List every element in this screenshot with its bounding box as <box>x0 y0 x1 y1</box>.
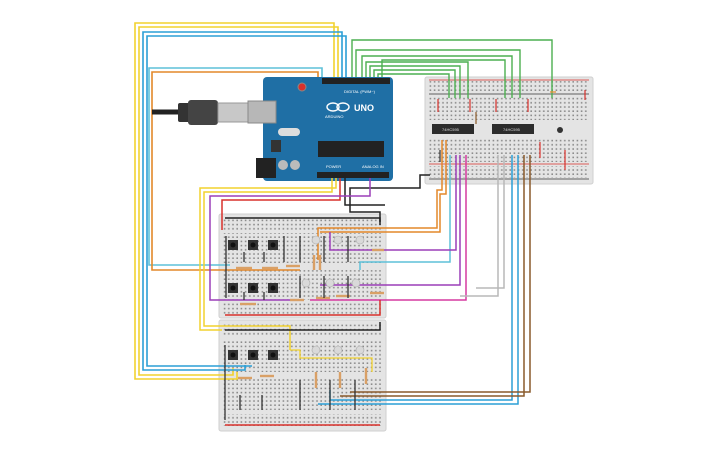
resistors-bottom <box>238 368 368 388</box>
wire-lightblue-outer <box>148 67 323 266</box>
wire-group-middle-local <box>225 236 349 300</box>
wire-black-rail-bot <box>225 322 381 331</box>
wire-black-2 <box>344 178 385 206</box>
wire-blue-outer-2 <box>146 35 347 367</box>
shift-register-2: 74HC595 <box>492 124 534 134</box>
wire-magenta-a <box>310 155 467 301</box>
button-row-1 <box>228 240 278 250</box>
board-model-label: UNO <box>354 103 374 113</box>
power-analog-header <box>317 172 389 178</box>
wire-black-1 <box>349 174 430 225</box>
wire-orange-a <box>317 140 443 260</box>
digital-header <box>322 78 390 84</box>
arduino-logo-icon <box>326 102 350 112</box>
wire-blue-outer-1 <box>142 31 343 371</box>
wire-yellow-mid <box>199 178 337 331</box>
reset-button <box>297 82 307 92</box>
wire-purple-c <box>320 155 461 286</box>
wire-group-outer <box>134 22 347 380</box>
push-button-top <box>557 127 563 133</box>
wire-purple-a <box>209 178 371 301</box>
power-label: POWER <box>326 164 341 169</box>
wire-gray-a <box>460 155 499 297</box>
usb-connector <box>217 102 249 123</box>
middle-board-components <box>228 235 384 306</box>
wire-orange-b <box>320 140 447 233</box>
wire-red-1 <box>221 178 341 230</box>
wire-blue-b <box>318 155 519 405</box>
wire-purple-b <box>329 155 457 251</box>
breadboard-bottom-left <box>218 319 387 432</box>
bottom-board-components <box>224 345 373 420</box>
power-jack <box>256 158 276 178</box>
wire-gray-b <box>476 155 505 289</box>
wire-group-green <box>351 39 553 98</box>
arduino-uno-board: DIGITAL (PWM~) POWER ANALOG IN UNO ARDUI… <box>152 77 393 181</box>
button-row-2 <box>228 283 278 293</box>
board-brand-label: ARDUINO <box>325 114 343 119</box>
breadboard-middle-left <box>218 213 387 319</box>
wire-lightblue-a <box>359 155 451 270</box>
button-row-3 <box>228 350 278 360</box>
chip-1-label: 74HC595 <box>442 127 460 132</box>
digital-header-label: DIGITAL (PWM~) <box>344 89 376 94</box>
chip-2-label: 74HC595 <box>503 127 521 132</box>
wire-brown-b <box>350 155 531 393</box>
leds-middle <box>301 235 365 288</box>
wire-group-middle <box>199 140 531 426</box>
wire-orange-outer <box>151 71 319 271</box>
wire-group-bottom-local <box>224 345 373 420</box>
leds-bottom <box>311 345 365 355</box>
wire-black-rail-mid <box>225 217 381 222</box>
wire-group-top-jumpers <box>437 90 586 170</box>
microcontroller-chip <box>318 141 384 157</box>
analog-label: ANALOG IN <box>362 164 384 169</box>
shift-register-1: 74HC595 <box>432 124 474 134</box>
wire-brown-a <box>340 155 525 397</box>
wire-red-rail-mid <box>225 300 381 316</box>
